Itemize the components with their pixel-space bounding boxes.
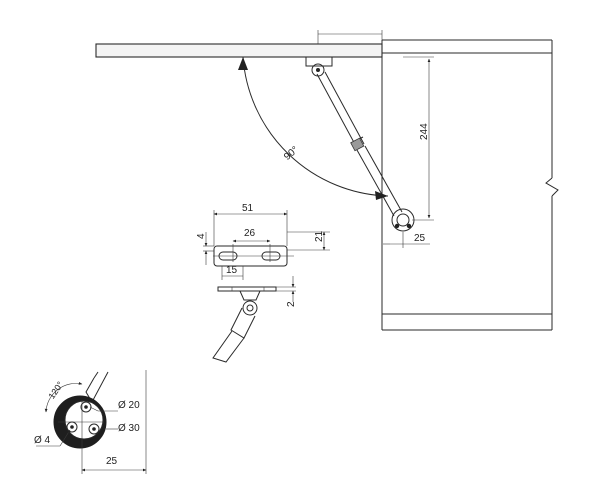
diameter-20-label: Ø 20	[118, 400, 140, 411]
diameter-30-label: Ø 30	[118, 423, 140, 434]
base-mount-detail: 120° Ø 4 Ø 20 Ø 30 25	[34, 370, 147, 474]
bracket-thickness-label: 4	[196, 233, 207, 239]
plate-thickness-label: 2	[286, 301, 297, 307]
angle-open-label: 90°	[282, 145, 301, 163]
offset-dimension: 25	[383, 232, 430, 248]
gas-strut	[305, 56, 415, 232]
hole-offset-label: 15	[226, 265, 238, 276]
base-width-label: 25	[106, 456, 118, 467]
bracket-height-label: 21	[314, 230, 325, 242]
offset-label: 25	[414, 233, 426, 244]
diameter-small-label: Ø 4	[34, 435, 51, 446]
cabinet-side-panel	[381, 39, 559, 331]
height-dimension: 244	[403, 56, 434, 221]
lid-panel	[95, 43, 383, 58]
mount-angle-label: 120°	[46, 379, 65, 400]
plate-side-view: 2	[212, 276, 297, 363]
top-dimension	[317, 30, 383, 44]
bracket-length-label: 51	[242, 203, 254, 214]
opening-arc: 90°	[238, 56, 389, 200]
height-label: 244	[419, 123, 430, 140]
bracket-detail: 51 4 26 21 15	[196, 203, 330, 280]
slot-spacing-label: 26	[244, 228, 256, 239]
